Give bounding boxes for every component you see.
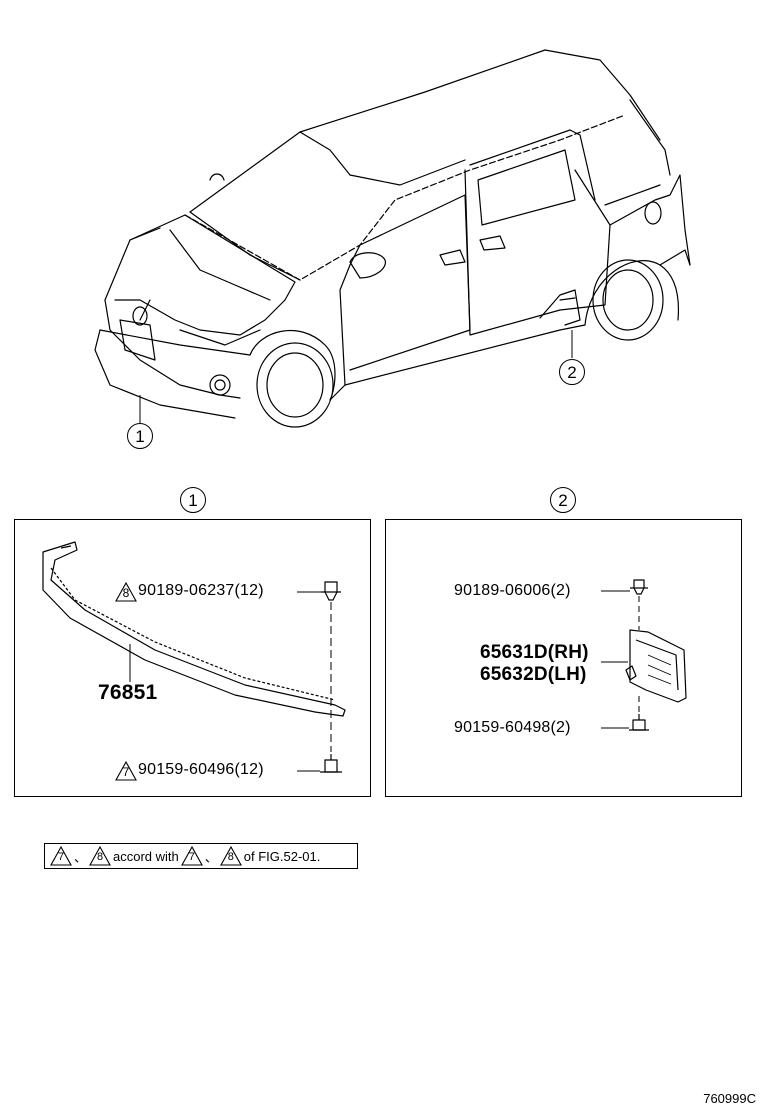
callout-1[interactable]: 1 xyxy=(127,423,153,449)
panel-2-number: 2 xyxy=(550,487,576,513)
guard-lh-part-number[interactable]: 65632D(LH) xyxy=(480,664,587,685)
panel-1-front-spoiler: 8 90189-06237(12) 76851 7 90159-60496(12… xyxy=(14,519,371,797)
clip-part-number[interactable]: 90189-06237(12) xyxy=(138,582,264,599)
side-guard-drawing xyxy=(601,579,687,731)
note-text-b: of FIG.52-01. xyxy=(243,848,321,864)
note-sep-b: 、 xyxy=(204,849,218,865)
note-triangle-8b: 8 xyxy=(219,845,242,866)
note-sep-a: 、 xyxy=(74,849,88,865)
footnote-box: 7 、 8 accord with 7 、 8 of FIG.52-01. xyxy=(44,843,358,869)
figure-code: 760999C xyxy=(703,1091,756,1106)
clip-leader xyxy=(297,591,321,772)
main-part-number[interactable]: 76851 xyxy=(98,681,158,704)
guard-rh-part-number[interactable]: 65631D(RH) xyxy=(480,642,589,663)
vehicle-illustration xyxy=(94,49,691,428)
panel-2-side-guard: 90189-06006(2) 65631D(RH) 65632D(LH) 901… xyxy=(385,519,742,797)
screw-triangle-number: 7 xyxy=(122,765,130,779)
note-triangle-7a: 7 xyxy=(50,845,72,866)
callout-2[interactable]: 2 xyxy=(559,359,585,385)
triangle-8-icon xyxy=(115,581,137,602)
note-triangle-8a: 8 xyxy=(89,845,111,866)
panel-1-number: 1 xyxy=(180,487,206,513)
note-triangle-7b: 7 xyxy=(180,845,203,866)
clip-triangle-number: 8 xyxy=(122,586,130,600)
note-text-a: accord with xyxy=(113,848,179,864)
p2-screw-part-number[interactable]: 90159-60498(2) xyxy=(454,719,571,736)
front-spoiler-drawing xyxy=(42,541,346,773)
p2-clip-part-number[interactable]: 90189-06006(2) xyxy=(454,582,571,599)
screw-part-number[interactable]: 90159-60496(12) xyxy=(138,761,264,778)
triangle-7-icon xyxy=(115,760,137,781)
